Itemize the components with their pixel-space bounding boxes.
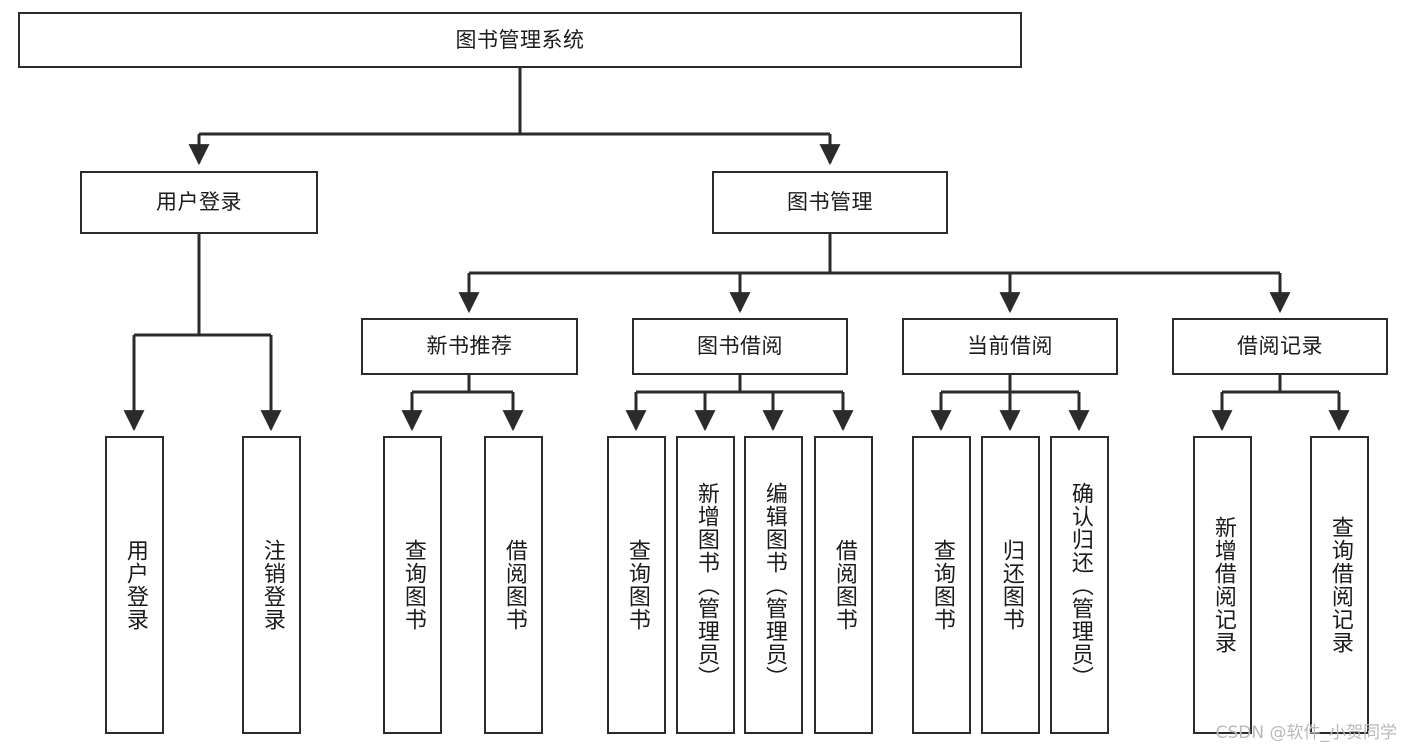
leaf-query-borrow-record[interactable]: 查询借阅记录	[1310, 436, 1369, 734]
node-user-login-label: 用户登录	[156, 190, 242, 215]
leaf-user-login-label: 用户登录	[122, 539, 148, 631]
leaf-return-book-label: 归还图书	[998, 539, 1024, 631]
node-user-login[interactable]: 用户登录	[80, 171, 318, 234]
leaf-return-book[interactable]: 归还图书	[981, 436, 1040, 734]
leaf-borrow-book-new-label: 借阅图书	[501, 539, 527, 631]
leaf-borrow-book[interactable]: 借阅图书	[814, 436, 873, 734]
node-new-book-recommend-label: 新书推荐	[426, 334, 513, 359]
node-book-borrow[interactable]: 图书借阅	[632, 318, 848, 375]
node-book-manage[interactable]: 图书管理	[712, 171, 948, 234]
node-borrow-record-label: 借阅记录	[1237, 334, 1323, 359]
leaf-add-borrow-record[interactable]: 新增借阅记录	[1193, 436, 1252, 734]
node-current-borrow[interactable]: 当前借阅	[902, 318, 1118, 375]
leaf-query-book-new-label: 查询图书	[400, 539, 426, 631]
leaf-confirm-return-admin-label: 确认归还（管理员）	[1067, 481, 1093, 689]
node-current-borrow-label: 当前借阅	[967, 334, 1053, 359]
node-root-label: 图书管理系统	[455, 27, 585, 52]
leaf-add-borrow-record-label: 新增借阅记录	[1210, 516, 1236, 654]
leaf-query-book-label: 查询图书	[624, 539, 650, 631]
leaf-query-book-current[interactable]: 查询图书	[912, 436, 971, 734]
leaf-query-book-current-label: 查询图书	[929, 539, 955, 631]
leaf-logout[interactable]: 注销登录	[242, 436, 301, 734]
node-new-book-recommend[interactable]: 新书推荐	[361, 318, 578, 375]
leaf-borrow-book-new[interactable]: 借阅图书	[484, 436, 543, 734]
node-book-manage-label: 图书管理	[787, 190, 873, 215]
leaf-edit-book-admin-label: 编辑图书（管理员）	[761, 481, 787, 689]
leaf-logout-label: 注销登录	[259, 539, 285, 631]
leaf-add-book-admin-label: 新增图书（管理员）	[693, 481, 719, 689]
node-book-borrow-label: 图书借阅	[697, 334, 783, 359]
leaf-edit-book-admin[interactable]: 编辑图书（管理员）	[744, 436, 803, 734]
leaf-add-book-admin[interactable]: 新增图书（管理员）	[676, 436, 735, 734]
node-root[interactable]: 图书管理系统	[18, 12, 1022, 68]
leaf-borrow-book-label: 借阅图书	[831, 539, 857, 631]
node-borrow-record[interactable]: 借阅记录	[1172, 318, 1388, 375]
leaf-query-book[interactable]: 查询图书	[607, 436, 666, 734]
leaf-confirm-return-admin[interactable]: 确认归还（管理员）	[1050, 436, 1109, 734]
leaf-user-login[interactable]: 用户登录	[105, 436, 164, 734]
leaf-query-borrow-record-label: 查询借阅记录	[1327, 516, 1353, 654]
leaf-query-book-new[interactable]: 查询图书	[383, 436, 442, 734]
